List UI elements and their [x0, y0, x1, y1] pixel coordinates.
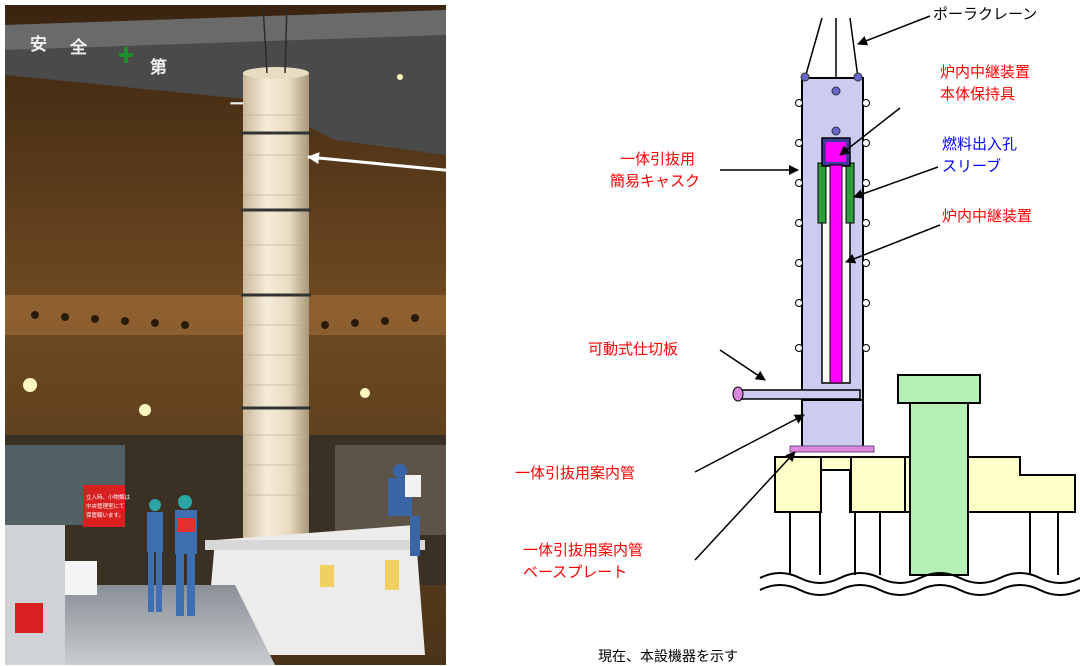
- yellow-tag-2: [385, 560, 399, 590]
- safety-banner: 安 全 第 一: [30, 34, 247, 115]
- warning-line-1: 立入時、小物類は: [86, 493, 131, 501]
- red-sign-small: [15, 603, 43, 633]
- arrow-relay-device: [845, 224, 941, 264]
- arrow-partition: [719, 349, 766, 381]
- side-bolts: [795, 99, 870, 352]
- label-partition: 可動式仕切板: [588, 340, 679, 358]
- curtain-rail: [205, 540, 425, 550]
- figure-caption: 現在、本設機器を示す: [598, 649, 738, 665]
- white-curtain: [205, 525, 425, 655]
- fuel-sleeve-right: [845, 162, 855, 224]
- label-sleeve-line2: スリーブ: [942, 157, 1002, 175]
- ceiling-lights: [23, 74, 403, 416]
- lifting-lugs: [800, 72, 863, 136]
- support-legs: [789, 512, 1059, 575]
- girder-top: [5, 10, 446, 50]
- label-holder-line2: 本体保持具: [940, 85, 1016, 103]
- label-polar-crane: ポーラクレーン: [933, 5, 1038, 23]
- break-line-1: [759, 572, 1080, 584]
- cask-top: [243, 67, 309, 79]
- work-floor: [5, 585, 275, 665]
- yellow-tag: [320, 565, 334, 587]
- fuel-sleeve-left: [817, 162, 827, 224]
- dome-ring: [5, 295, 446, 335]
- banner-char-1: 安: [30, 34, 47, 55]
- banner-char-4: 一: [230, 95, 247, 115]
- break-line-2: [759, 584, 1080, 596]
- warning-line-2: 中央管理室にて: [86, 502, 125, 510]
- crane-cables: [262, 5, 288, 74]
- label-relay-device: 炉内中継装置: [942, 207, 1033, 225]
- warning-line-3: 保管願います。: [86, 511, 124, 519]
- guide-tube: [801, 399, 864, 451]
- label-sleeve-line1: 燃料出入孔: [942, 135, 1018, 153]
- reactor-column-cap: [897, 374, 981, 404]
- arrow-polar-crane: [857, 15, 931, 46]
- site-photo: 安 全 第 一 立入時、小物類は 中央管理室にて 保管願います。: [5, 5, 446, 665]
- label-guide-tube: 一体引抜用案内管: [515, 464, 636, 482]
- white-bag: [65, 561, 97, 595]
- warning-sign-board: [83, 485, 125, 527]
- warning-sign-text: 立入時、小物類は 中央管理室にて 保管願います。: [86, 493, 131, 519]
- worker-1: [147, 499, 163, 612]
- label-holder-line1: 炉内中継装置: [940, 63, 1031, 81]
- guide-tube-base-plate: [789, 445, 875, 453]
- arrow-guide-tube: [694, 414, 805, 473]
- worker-3: [388, 464, 421, 556]
- floor-block-mid: [850, 456, 906, 513]
- reactor-column: [909, 402, 969, 576]
- relay-device: [829, 164, 843, 384]
- worker-2: [175, 495, 197, 616]
- arrow-base-plate: [694, 451, 796, 561]
- label-cask-line1: 一体引抜用: [620, 150, 696, 168]
- banner-char-2: 全: [69, 37, 88, 58]
- photo-pointer-arrow-white: [307, 152, 456, 173]
- banner-char-3: 第: [150, 57, 167, 78]
- cask-ribs: [243, 114, 309, 496]
- arrow-holder: [839, 107, 901, 156]
- partition-handle: [732, 386, 744, 402]
- cask-bands: [241, 131, 311, 410]
- green-cross-icon: [119, 47, 133, 63]
- movable-partition: [737, 389, 861, 400]
- left-boxes: [5, 525, 65, 665]
- ring-holes: [31, 311, 419, 329]
- label-base-line1: 一体引抜用案内管: [523, 541, 644, 559]
- photo-scene: 安 全 第 一 立入時、小物類は 中央管理室にて 保管願います。: [5, 5, 446, 665]
- label-base-line2: ベースプレート: [523, 563, 628, 581]
- label-cask-line2: 簡易キャスク: [610, 172, 701, 190]
- arrow-sleeve: [853, 166, 939, 199]
